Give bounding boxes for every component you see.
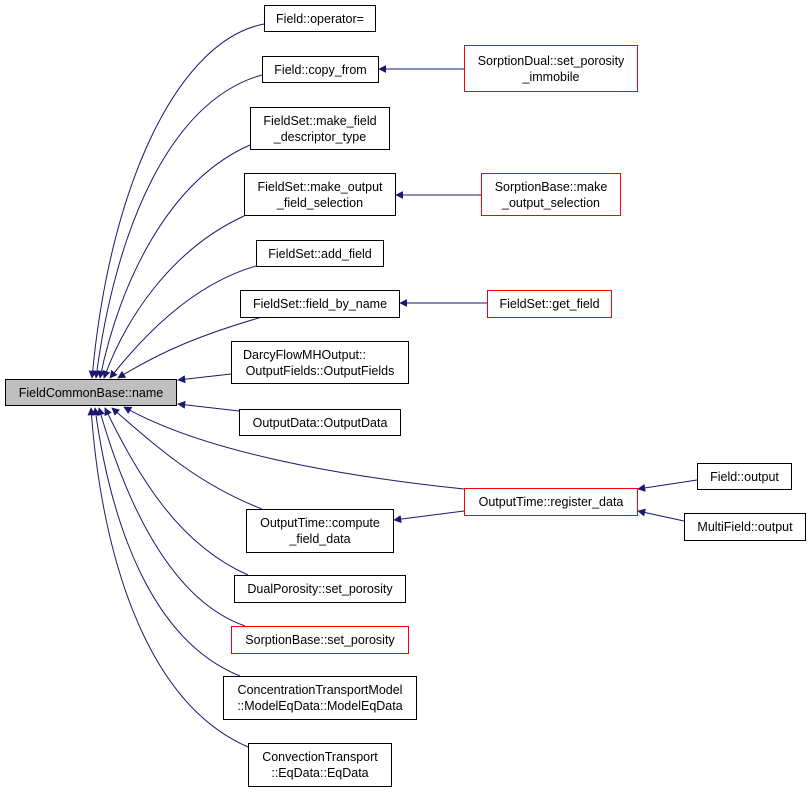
node-sorption-base-set-porosity[interactable]: SorptionBase::set_porosity (231, 626, 409, 654)
node-label: OutputTime::compute (260, 516, 380, 530)
edge-model-eq-data (91, 407, 241, 677)
node-label: FieldSet::make_output (257, 179, 383, 194)
edge-make-field-descriptor (97, 144, 251, 379)
edge-register-compute (393, 510, 465, 524)
edge-make-output-field-selection (102, 215, 245, 379)
node-field-copy-from[interactable]: Field::copy_from (262, 56, 379, 83)
node-label: ::ModelEqData::ModelEqData (237, 699, 403, 713)
node-field-by-name[interactable]: FieldSet::field_by_name (240, 290, 400, 318)
node-label: DualPorosity::set_porosity (247, 582, 393, 596)
node-label: OutputFields::OutputFields (245, 363, 395, 378)
node-output-time-register-data[interactable]: OutputTime::register_data (464, 488, 638, 516)
node-label: FieldSet::make_field (263, 113, 377, 128)
edge-compute-field-data (111, 407, 263, 510)
edge-add-field (109, 265, 257, 379)
node-add-field[interactable]: FieldSet::add_field (256, 240, 384, 267)
node-compute-field-data[interactable]: OutputTime::compute _field_data (246, 509, 394, 553)
node-label: _descriptor_type (273, 129, 367, 144)
edge-dual-porosity (104, 407, 249, 576)
node-label: SorptionBase::make (494, 179, 608, 194)
node-output-data[interactable]: OutputData::OutputData (239, 409, 401, 436)
node-label: ConvectionTransport (262, 750, 378, 764)
root-node-fieldcommonbase-name[interactable]: FieldCommonBase::name (5, 379, 177, 406)
node-sorption-base-make-output-selection[interactable]: SorptionBase::make _output_selection (481, 173, 621, 216)
node-label: SorptionDual::set_porosity (477, 53, 625, 68)
edge-copy-from (92, 74, 263, 379)
edge-field-by-name (117, 316, 263, 379)
edge-output-data (177, 400, 240, 412)
node-make-output-field-selection[interactable]: FieldSet::make_output _field_selection (244, 173, 396, 216)
node-label: DarcyFlowMHOutput:: (243, 347, 366, 362)
node-label: Field::copy_from (274, 62, 367, 77)
node-label: FieldSet::field_by_name (252, 297, 388, 311)
edge-darcy (177, 373, 232, 384)
node-dual-porosity-set-porosity[interactable]: DualPorosity::set_porosity (234, 575, 406, 603)
edge-register-data (123, 406, 465, 490)
node-label: _field_selection (276, 195, 364, 210)
node-label: FieldSet::add_field (268, 246, 372, 261)
node-label: _field_data (289, 532, 351, 546)
node-label: Field::operator= (276, 11, 364, 26)
node-label: OutputTime::register_data (478, 495, 624, 509)
node-field-output[interactable]: Field::output (697, 463, 792, 490)
node-label: OutputData::OutputData (252, 415, 388, 430)
edge-multifield-output (637, 508, 685, 522)
node-model-eq-data[interactable]: ConcentrationTransportModel ::ModelEqDat… (223, 676, 417, 720)
node-sorption-dual-set-porosity-immobile[interactable]: SorptionDual::set_porosity _immobile (464, 45, 638, 92)
node-label: _output_selection (502, 195, 600, 210)
node-label: MultiField::output (697, 520, 793, 534)
node-label: SorptionBase::set_porosity (245, 633, 395, 647)
node-field-operator-eq[interactable]: Field::operator= (264, 5, 376, 32)
node-label: Field::output (710, 469, 779, 484)
node-label: FieldSet::get_field (499, 297, 600, 311)
edge-operator-eq (88, 23, 265, 379)
node-fieldset-get-field[interactable]: FieldSet::get_field (487, 290, 612, 318)
edge-convection-eq-data (87, 407, 249, 748)
node-make-field-descriptor-type[interactable]: FieldSet::make_field _descriptor_type (250, 107, 390, 150)
node-darcy-output-fields[interactable]: DarcyFlowMHOutput:: OutputFields::Output… (231, 341, 409, 384)
node-multifield-output[interactable]: MultiField::output (684, 513, 806, 541)
edge-sorption-set-porosity (97, 407, 246, 627)
node-label: ::EqData::EqData (271, 766, 369, 780)
edge-field-output (637, 479, 698, 492)
node-label: _immobile (522, 69, 580, 84)
node-convection-eq-data[interactable]: ConvectionTransport ::EqData::EqData (248, 743, 392, 787)
node-label: ConcentrationTransportModel (237, 683, 403, 697)
node-label: FieldCommonBase::name (18, 385, 164, 400)
